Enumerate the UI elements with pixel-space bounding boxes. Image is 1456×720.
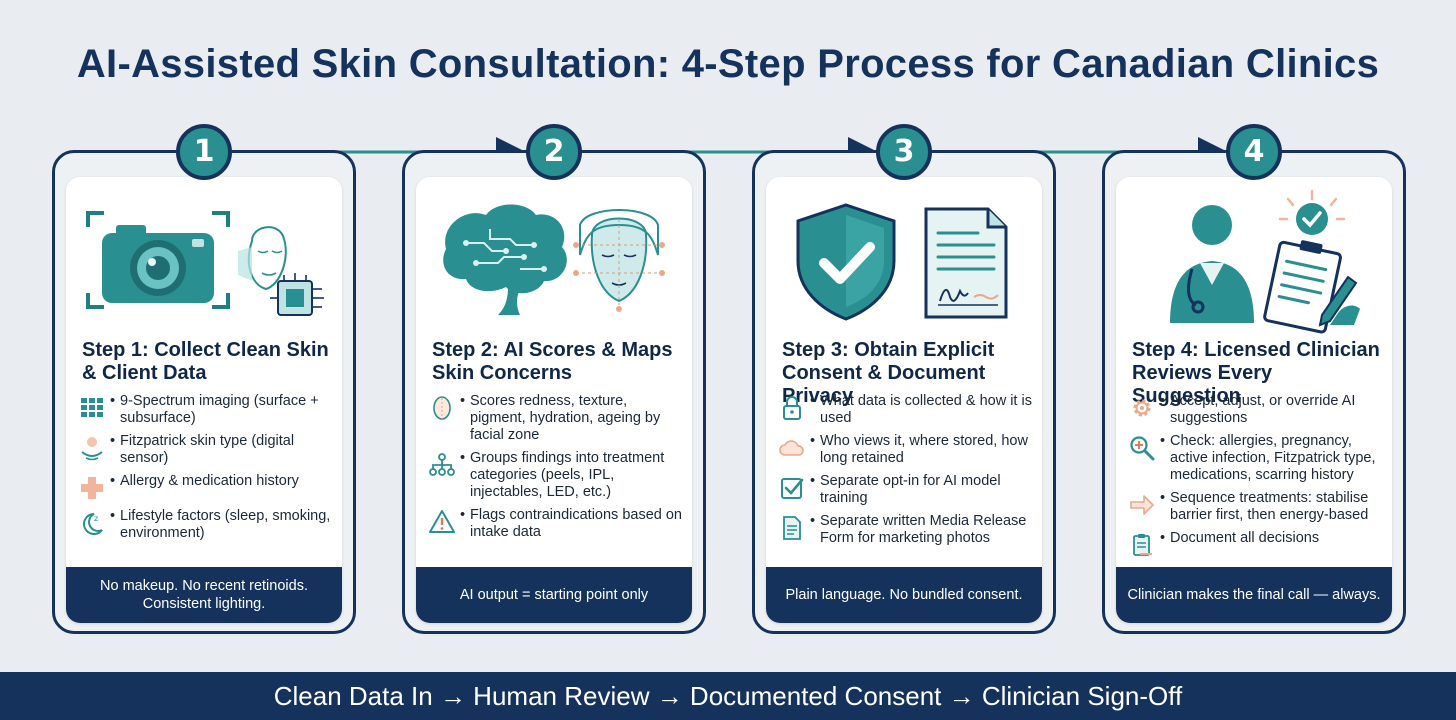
- list-item: Who views it, where stored, how long ret…: [778, 433, 1036, 467]
- step-1-panel: Step 1: Collect Clean Skin & Client Data…: [66, 177, 342, 623]
- bullet-text: Separate opt-in for AI model training: [810, 473, 1036, 507]
- skin-sensor-icon: [81, 437, 103, 461]
- gear-icon: [1133, 399, 1151, 417]
- brain-face-map-icon: [443, 204, 665, 315]
- hierarchy-icon: [429, 453, 455, 476]
- step-2-badge: 2: [526, 124, 582, 180]
- bottom-banner: Clean Data In → Human Review → Documente…: [0, 672, 1456, 720]
- bullet-text: Allergy & medication history: [110, 473, 299, 490]
- grid-icon: [81, 398, 103, 417]
- shield-document-icon: [796, 203, 1008, 321]
- document-icon: [783, 516, 801, 540]
- cloud-icon: [779, 440, 804, 456]
- magnifier-plus-icon: [1130, 436, 1155, 461]
- clinician-clipboard-icon: [1170, 189, 1360, 334]
- list-item: Sequence treatments: stabilise barrier f…: [1128, 490, 1386, 524]
- step-2-bullets: Scores redness, texture, pigment, hydrat…: [428, 393, 686, 547]
- list-item: What data is collected & how it is used: [778, 393, 1036, 427]
- list-item: Document all decisions: [1128, 530, 1386, 559]
- clipboard-doc-icon: [1133, 534, 1152, 556]
- bullet-text: What data is collected & how it is used: [810, 393, 1036, 427]
- list-item: Check: allergies, pregnancy, active infe…: [1128, 433, 1386, 484]
- step-1-badge: 1: [176, 124, 232, 180]
- step-2-title: Step 2: AI Scores & Maps Skin Concerns: [432, 339, 673, 384]
- step-4-card: Step 4: Licensed Clinician Reviews Every…: [1102, 150, 1406, 634]
- step-1-card: Step 1: Collect Clean Skin & Client Data…: [52, 150, 356, 634]
- step-4-bullets: Accept, adjust, or override AI suggestio…: [1128, 393, 1386, 565]
- bullet-text: Flags contraindications based on intake …: [460, 507, 686, 541]
- bullet-text: Sequence treatments: stabilise barrier f…: [1160, 490, 1386, 524]
- medical-cross-icon: [81, 477, 103, 499]
- step-4-badge: 4: [1226, 124, 1282, 180]
- bullet-text: Groups findings into treatment categorie…: [460, 450, 686, 501]
- bullet-text: Document all decisions: [1160, 530, 1319, 547]
- list-item: Groups findings into treatment categorie…: [428, 450, 686, 501]
- step-3-footer: Plain language. No bundled consent.: [766, 567, 1042, 623]
- step-2-panel: Step 2: AI Scores & Maps Skin Concerns S…: [416, 177, 692, 623]
- list-item: Separate written Media Release Form for …: [778, 513, 1036, 547]
- list-item: Allergy & medication history: [78, 473, 336, 502]
- step-3-bullets: What data is collected & how it is used …: [778, 393, 1036, 553]
- bullet-text: 9-Spectrum imaging (surface + subsurface…: [110, 393, 336, 427]
- step-3-badge: 3: [876, 124, 932, 180]
- bullet-text: Lifestyle factors (sleep, smoking, envir…: [110, 508, 336, 542]
- bullet-text: Separate written Media Release Form for …: [810, 513, 1036, 547]
- list-item: Flags contraindications based on intake …: [428, 507, 686, 541]
- list-item: Scores redness, texture, pigment, hydrat…: [428, 393, 686, 444]
- checkbox-icon: [781, 478, 804, 499]
- step-4-panel: Step 4: Licensed Clinician Reviews Every…: [1116, 177, 1392, 623]
- step-3-panel: Step 3: Obtain Explicit Consent & Docume…: [766, 177, 1042, 623]
- bullet-text: Who views it, where stored, how long ret…: [810, 433, 1036, 467]
- step-1-bullets: 9-Spectrum imaging (surface + subsurface…: [78, 393, 336, 548]
- step-1-title: Step 1: Collect Clean Skin & Client Data: [82, 339, 329, 384]
- face-zones-icon: [433, 396, 451, 420]
- arrow-right-icon: [1130, 495, 1154, 515]
- warning-icon: [429, 510, 455, 533]
- list-item: Fitzpatrick skin type (digital sensor): [78, 433, 336, 467]
- bullet-text: Accept, adjust, or override AI suggestio…: [1160, 393, 1386, 427]
- moon-sleep-icon: z: [83, 513, 103, 535]
- list-item: Separate opt-in for AI model training: [778, 473, 1036, 507]
- step-1-footer: No makeup. No recent retinoids. Consiste…: [66, 567, 342, 623]
- svg-text:z: z: [94, 514, 98, 523]
- step-4-footer: Clinician makes the final call — always.: [1116, 567, 1392, 623]
- step-2-footer: AI output = starting point only: [416, 567, 692, 623]
- bullet-text: Fitzpatrick skin type (digital sensor): [110, 433, 336, 467]
- step-2-card: Step 2: AI Scores & Maps Skin Concerns S…: [402, 150, 706, 634]
- camera-face-chip-icon: [86, 211, 324, 316]
- lock-icon: [783, 396, 801, 420]
- bullet-text: Scores redness, texture, pigment, hydrat…: [460, 393, 686, 444]
- page-title: AI-Assisted Skin Consultation: 4-Step Pr…: [76, 42, 1380, 86]
- bullet-text: Check: allergies, pregnancy, active infe…: [1160, 433, 1386, 484]
- list-item: z Lifestyle factors (sleep, smoking, env…: [78, 508, 336, 542]
- step-3-card: Step 3: Obtain Explicit Consent & Docume…: [752, 150, 1056, 634]
- list-item: 9-Spectrum imaging (surface + subsurface…: [78, 393, 336, 427]
- list-item: Accept, adjust, or override AI suggestio…: [1128, 393, 1386, 427]
- step-3-title: Step 3: Obtain Explicit Consent & Docume…: [782, 339, 995, 407]
